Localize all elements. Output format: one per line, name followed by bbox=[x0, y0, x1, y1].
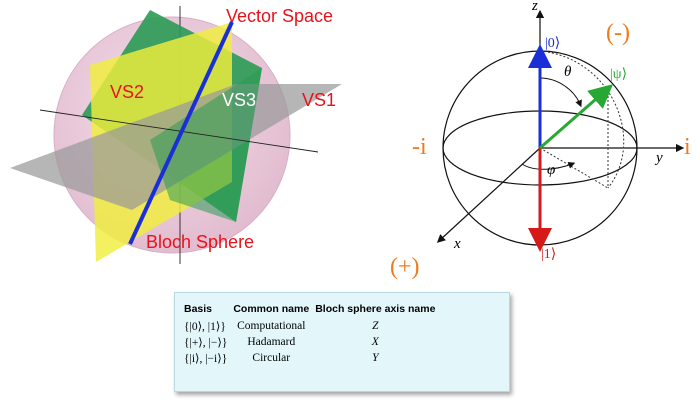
cell-common-name: Circular bbox=[252, 352, 291, 364]
basis-table: Basis Common name Bloch sphere axis name… bbox=[174, 292, 510, 392]
vs1-label: VS1 bbox=[302, 90, 337, 110]
bloch-sphere-title: Bloch Sphere bbox=[146, 232, 255, 252]
minus-annotation: (-) bbox=[606, 20, 630, 46]
header-common-name: Common name bbox=[233, 303, 310, 315]
y-axis-label-visible: y bbox=[656, 150, 663, 166]
cell-basis: {|0⟩, |1⟩} bbox=[184, 321, 226, 333]
table-row: {|+⟩, |−⟩} Hadamard X bbox=[184, 334, 441, 350]
x-axis-label: x bbox=[454, 236, 461, 252]
plus-annotation: (+) bbox=[390, 254, 420, 280]
theta-label: θ bbox=[564, 64, 572, 80]
psi-ket-label: |ψ⟩ bbox=[610, 67, 628, 82]
header-basis: Basis bbox=[184, 303, 213, 315]
cell-common-name: Computational bbox=[237, 320, 306, 332]
vs3-plane-front bbox=[150, 68, 262, 222]
minus-i-annotation: -i bbox=[412, 134, 427, 160]
basis-table-grid: Basis Common name Bloch sphere axis name… bbox=[184, 301, 441, 366]
cell-basis: {|i⟩, |−i⟩} bbox=[184, 353, 228, 365]
zero-ket-label: |0⟩ bbox=[545, 36, 561, 51]
horizontal-axis-line bbox=[39, 109, 319, 153]
cell-axis-name: Y bbox=[372, 352, 379, 364]
phi-label: φ bbox=[547, 162, 556, 178]
vs3-label: VS3 bbox=[222, 90, 257, 110]
vs2-label: VS2 bbox=[110, 82, 145, 102]
vector-space-title: Vector Space bbox=[226, 6, 334, 26]
one-ket-label: |1⟩ bbox=[541, 247, 557, 262]
cell-basis: {|+⟩, |−⟩} bbox=[184, 337, 228, 349]
table-row: {|i⟩, |−i⟩} Circular Y bbox=[184, 350, 441, 366]
i-annotation: i bbox=[684, 134, 691, 160]
table-header-row: Basis Common name Bloch sphere axis name bbox=[184, 301, 441, 318]
z-axis-label: z bbox=[532, 0, 538, 14]
table-row: {|0⟩, |1⟩} Computational Z bbox=[184, 318, 441, 334]
vector-line bbox=[128, 21, 234, 245]
cell-axis-name: Z bbox=[372, 320, 379, 332]
cell-common-name: Hadamard bbox=[247, 336, 296, 348]
cell-axis-name: X bbox=[371, 336, 379, 348]
header-axis-name: Bloch sphere axis name bbox=[315, 303, 436, 315]
